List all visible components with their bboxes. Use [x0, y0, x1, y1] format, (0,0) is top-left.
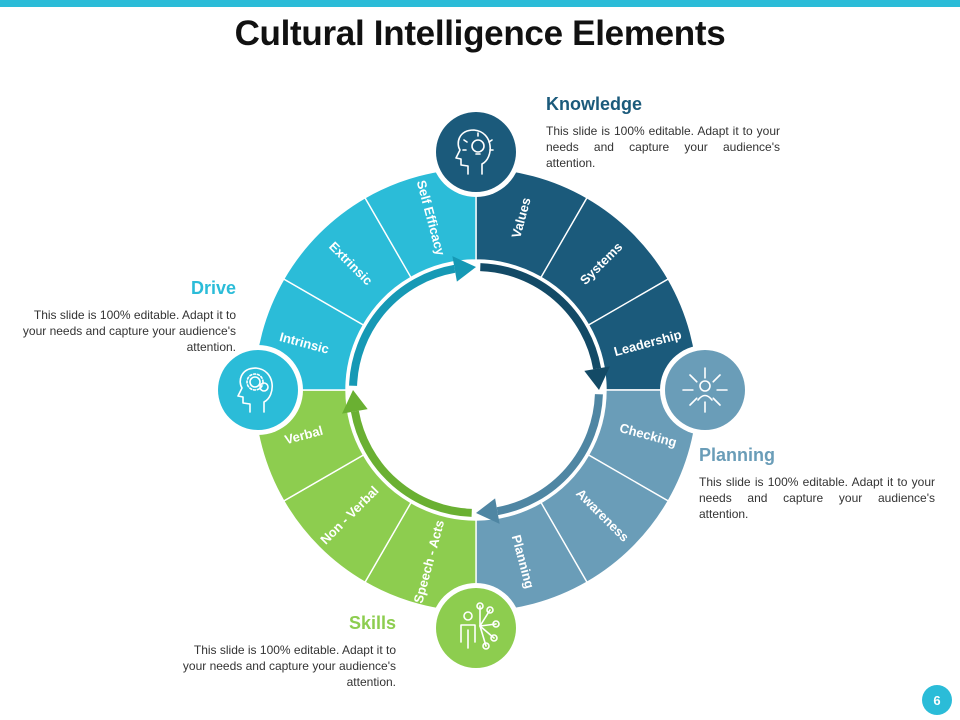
planning-heading: Planning [699, 445, 775, 465]
page-title: Cultural Intelligence Elements [234, 14, 726, 53]
arrow-head-skills [342, 390, 368, 414]
arrow-head-planning [476, 498, 500, 524]
gears-head-icon [213, 345, 303, 435]
skills-description: This slide is 100% editable. Adapt it to… [182, 643, 396, 689]
arrow-planning [496, 394, 603, 516]
arrow-head-knowledge [584, 366, 610, 390]
knowledge-description: This slide is 100% editable. Adapt it to… [546, 124, 780, 170]
arrow-knowledge [480, 263, 602, 370]
skills-text-block: Skills This slide is 100% editable. Adap… [170, 613, 396, 690]
arrow-drive [349, 264, 456, 386]
page-number-badge: 6 [922, 685, 952, 715]
skills-heading: Skills [348, 613, 396, 633]
person-nodes-icon [431, 583, 521, 673]
drive-heading: Drive [190, 278, 236, 298]
drive-description: This slide is 100% editable. Adapt it to… [22, 308, 236, 354]
top-accent-bar [0, 0, 960, 7]
lightbulb-head-icon [431, 107, 521, 197]
planning-text-block: Planning This slide is 100% editable. Ad… [699, 445, 935, 522]
knowledge-heading: Knowledge [546, 94, 643, 114]
knowledge-text-block: Knowledge This slide is 100% editable. A… [546, 94, 780, 171]
drive-text-block: Drive This slide is 100% editable. Adapt… [8, 278, 236, 355]
arrow-head-drive [452, 256, 476, 282]
planning-description: This slide is 100% editable. Adapt it to… [699, 475, 935, 521]
network-person-icon [660, 345, 750, 435]
arrow-skills [350, 410, 472, 517]
